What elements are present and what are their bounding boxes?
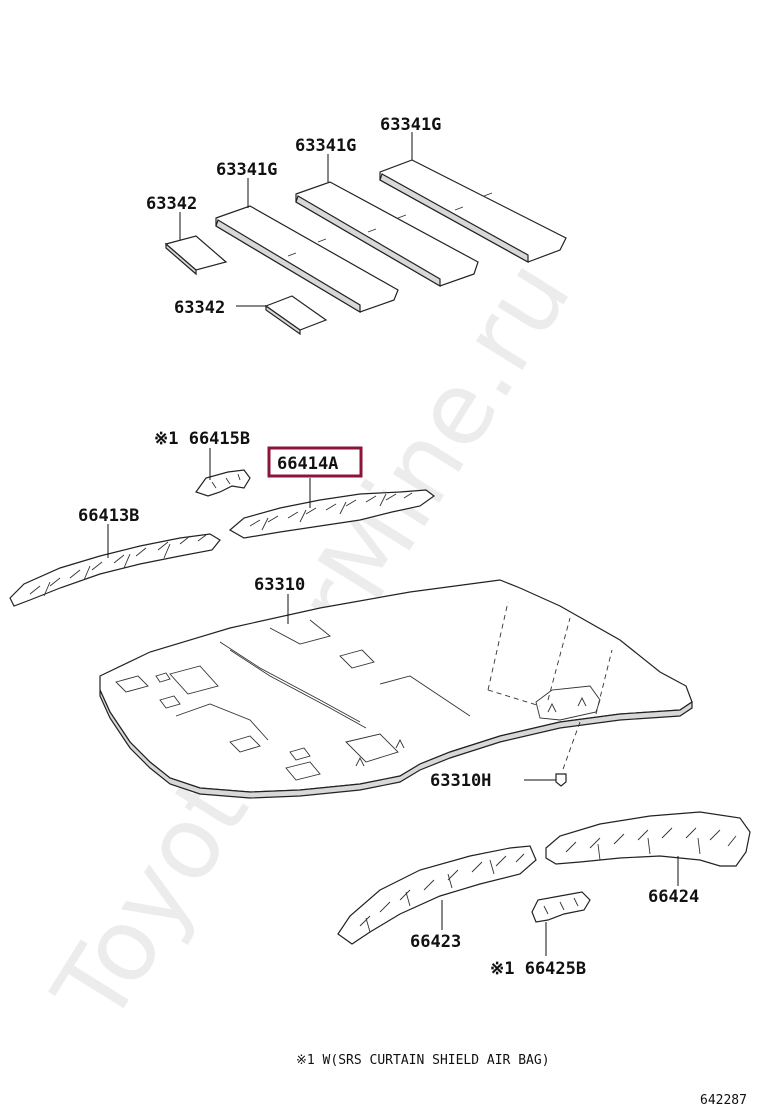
- label-66414a[interactable]: 66414A: [277, 454, 338, 474]
- label-66423[interactable]: 66423: [410, 932, 461, 952]
- pad-63342-lower[interactable]: [264, 295, 328, 336]
- label-66415b[interactable]: ※1 66415B: [154, 429, 250, 449]
- pad-63341g-left[interactable]: [215, 205, 399, 314]
- clip-63310h[interactable]: [555, 721, 581, 787]
- highlight-box-66414a: [267, 446, 363, 478]
- label-63310[interactable]: 63310: [254, 575, 305, 595]
- label-66425b[interactable]: ※1 66425B: [490, 959, 586, 979]
- headliner-63310[interactable]: [99, 579, 693, 799]
- pad-63342-upper[interactable]: [164, 235, 228, 276]
- bracket-66425b[interactable]: [531, 891, 591, 923]
- bracket-66414a[interactable]: [228, 489, 436, 539]
- footnote: ※1 W(SRS CURTAIN SHIELD AIR BAG): [296, 1053, 550, 1068]
- pad-63341g-middle[interactable]: [295, 181, 479, 288]
- label-63341g-middle[interactable]: 63341G: [295, 136, 356, 156]
- bracket-66413b[interactable]: [9, 533, 221, 607]
- diagram-id: 642287: [700, 1093, 747, 1108]
- label-66413b[interactable]: 66413B: [78, 506, 139, 526]
- label-63342-upper[interactable]: 63342: [146, 194, 197, 214]
- bracket-66415b[interactable]: [195, 469, 251, 497]
- label-66424[interactable]: 66424: [648, 887, 699, 907]
- label-63341g-right[interactable]: 63341G: [380, 115, 441, 135]
- label-63310h[interactable]: 63310H: [430, 771, 491, 791]
- label-63341g-left[interactable]: 63341G: [216, 160, 277, 180]
- bracket-66423[interactable]: [337, 845, 537, 945]
- label-63342-lower[interactable]: 63342: [174, 298, 225, 318]
- bracket-66424[interactable]: [545, 811, 751, 867]
